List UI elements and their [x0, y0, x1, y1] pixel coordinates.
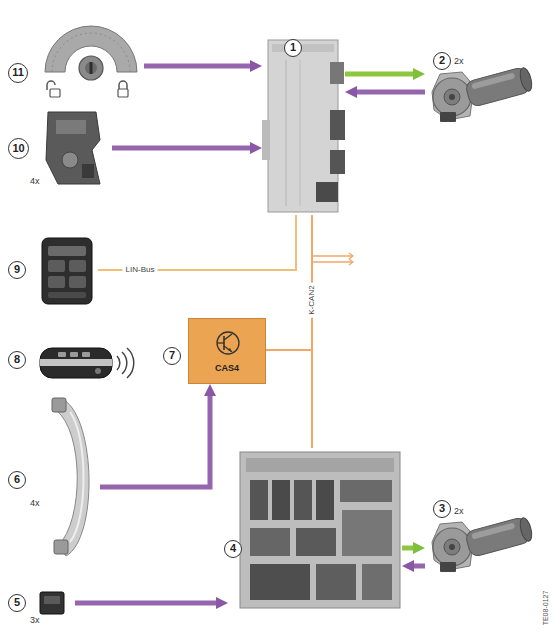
control-module: [262, 40, 345, 212]
callout-number: 4: [224, 540, 242, 558]
component-group: 6: [6, 392, 100, 558]
callout-number: 10: [8, 138, 29, 159]
connector: [412, 564, 425, 569]
bus-branch: [312, 253, 353, 265]
connector: [345, 72, 415, 77]
transistor-symbol: [214, 329, 242, 357]
control-unit-box: 7CAS4: [188, 318, 266, 384]
unit-name: CAS4: [189, 363, 265, 374]
quantity-label: 4x: [30, 498, 40, 508]
bus-label: LIN-Bus: [123, 265, 158, 275]
connector: [355, 90, 425, 95]
small-switch: [40, 592, 64, 614]
body-module: [240, 452, 400, 608]
connector: [144, 64, 252, 69]
component-group: 3: [425, 498, 542, 580]
component-group: 8: [6, 335, 134, 385]
window-switch: [42, 238, 92, 304]
component-group: 10: [6, 108, 112, 190]
component-group: 2: [425, 50, 542, 125]
bus-label: K-CAN2: [307, 282, 317, 317]
connector: [402, 546, 415, 551]
callout-number: 6: [8, 471, 26, 489]
window-motor: [432, 66, 534, 122]
callout-number: 1: [284, 39, 302, 57]
quantity-label: 4x: [30, 176, 40, 186]
component-group: 11: [6, 38, 144, 104]
callout-number: 7: [163, 347, 181, 365]
callout-number: 9: [8, 261, 26, 279]
callout-number: 8: [8, 351, 26, 369]
connector: [266, 350, 312, 448]
callout-number: 2: [433, 52, 451, 70]
window-motor: [432, 516, 534, 572]
connector: [266, 215, 312, 350]
callout-number: 11: [8, 63, 28, 83]
door-lock: [46, 112, 100, 184]
component-group: 5: [6, 588, 75, 618]
component-group: 1: [262, 35, 345, 215]
connector: [98, 215, 296, 270]
component-group: 9: [6, 232, 98, 308]
quantity-label: 2x: [454, 56, 464, 66]
connector: [112, 146, 252, 151]
quantity-label: 2x: [454, 506, 464, 516]
door-handle: [52, 398, 89, 556]
connector: [100, 394, 210, 487]
drawing-id: TE08-0127: [542, 591, 550, 626]
padlock-open: [47, 81, 60, 97]
quantity-label: 3x: [30, 615, 40, 625]
connector: [75, 601, 218, 606]
component-group: 4: [228, 448, 402, 612]
callout-number: 5: [8, 594, 26, 612]
padlock-closed: [118, 81, 128, 97]
lock-dial: [45, 26, 137, 97]
key-fob: [40, 348, 134, 378]
callout-number: 3: [433, 500, 451, 518]
